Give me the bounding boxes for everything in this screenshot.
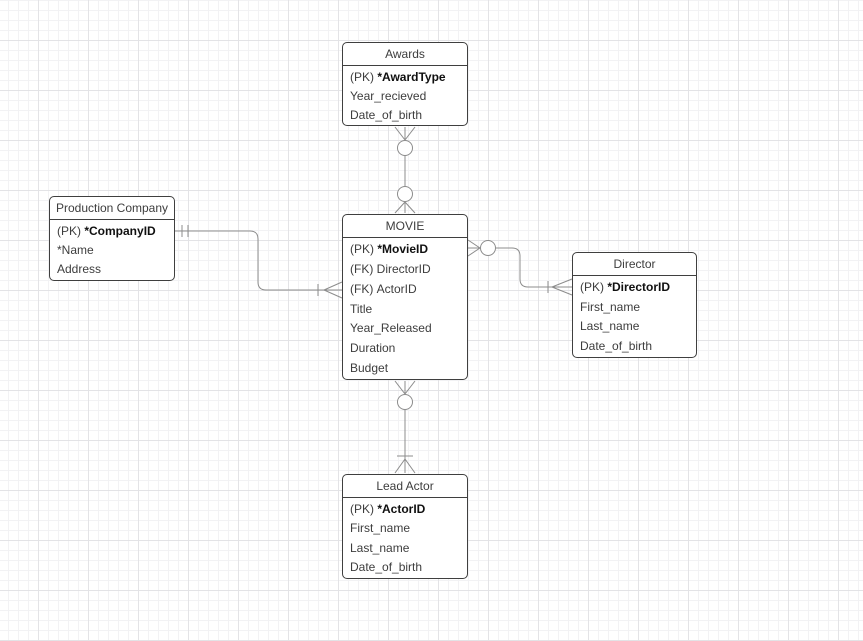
pk-prefix: (PK)	[57, 223, 85, 238]
attribute-row[interactable]: Duration	[343, 338, 467, 358]
attribute-list: (PK) *DirectorID First_name Last_name Da…	[573, 276, 696, 357]
crows-foot-many-icon	[394, 126, 416, 141]
zero-circle-icon	[480, 240, 496, 256]
zero-circle-icon	[397, 140, 413, 156]
attribute-list: (PK) *CompanyID *Name Address	[50, 220, 174, 280]
attribute-name: Year_recieved	[350, 88, 427, 103]
attribute-name: Budget	[350, 361, 389, 376]
entity-title[interactable]: Production Company	[50, 197, 174, 220]
attribute-name: *ActorID	[377, 501, 426, 516]
entity-title[interactable]: Director	[573, 253, 696, 276]
connector-awards-movie[interactable]	[394, 126, 416, 214]
attribute-row[interactable]: Year_Released	[343, 318, 467, 338]
attribute-row[interactable]: (PK) *AwardType	[343, 67, 467, 86]
attribute-name: *AwardType	[377, 69, 446, 84]
entity-movie[interactable]: MOVIE (PK) *MovieID (FK) DirectorID (FK)…	[342, 214, 468, 380]
attribute-row[interactable]: Last_name	[573, 317, 696, 337]
attribute-row[interactable]: Title	[343, 299, 467, 319]
fk-prefix: (FK)	[350, 261, 377, 276]
attribute-row[interactable]: (PK) *CompanyID	[50, 221, 174, 240]
attribute-name: First_name	[580, 299, 641, 314]
attribute-row[interactable]: (FK) DirectorID	[343, 259, 467, 279]
attribute-row[interactable]: Budget	[343, 358, 467, 378]
attribute-name: Year_Released	[350, 321, 432, 336]
attribute-name: Date_of_birth	[350, 560, 423, 575]
attribute-row[interactable]: (PK) *DirectorID	[573, 277, 696, 297]
attribute-name: Date_of_birth	[580, 339, 653, 354]
connector-movie-lead-actor[interactable]	[394, 380, 416, 474]
attribute-name: ActorID	[376, 281, 417, 296]
attribute-name: Duration	[350, 341, 396, 356]
zero-circle-icon	[397, 186, 413, 202]
pk-prefix: (PK)	[350, 69, 378, 84]
attribute-row[interactable]: First_name	[573, 297, 696, 317]
attribute-row[interactable]: Last_name	[343, 538, 467, 558]
zero-circle-icon	[397, 394, 413, 410]
attribute-row[interactable]: *Name	[50, 240, 174, 259]
entity-title[interactable]: Lead Actor	[343, 475, 467, 498]
attribute-list: (PK) *AwardType Year_recieved Date_of_bi…	[343, 66, 467, 125]
attribute-row[interactable]: Address	[50, 260, 174, 279]
attribute-row[interactable]: Year_recieved	[343, 86, 467, 105]
crows-foot-many-icon	[467, 239, 481, 257]
attribute-name: First_name	[350, 521, 411, 536]
crows-foot-many-icon	[394, 458, 416, 474]
entity-title[interactable]: MOVIE	[343, 215, 467, 238]
pk-prefix: (PK)	[350, 241, 378, 256]
connector-movie-director[interactable]	[467, 239, 573, 296]
entity-title[interactable]: Awards	[343, 43, 467, 66]
crows-foot-many-icon	[323, 281, 343, 299]
attribute-row[interactable]: Date_of_birth	[343, 105, 467, 124]
entity-production-company[interactable]: Production Company (PK) *CompanyID *Name…	[49, 196, 175, 281]
attribute-row[interactable]: (FK) ActorID	[343, 279, 467, 299]
crows-foot-many-icon	[394, 201, 416, 214]
crows-foot-many-icon	[394, 380, 416, 395]
attribute-name: DirectorID	[376, 261, 431, 276]
attribute-name: *MovieID	[377, 241, 429, 256]
attribute-row[interactable]: (PK) *MovieID	[343, 239, 467, 259]
attribute-name: Date_of_birth	[350, 107, 423, 122]
attribute-name: Address	[57, 262, 102, 277]
attribute-name: Last_name	[580, 319, 640, 334]
attribute-row[interactable]: Date_of_birth	[343, 558, 467, 578]
entity-awards[interactable]: Awards (PK) *AwardType Year_recieved Dat…	[342, 42, 468, 126]
attribute-name: *CompanyID	[84, 223, 156, 238]
entity-lead-actor[interactable]: Lead Actor (PK) *ActorID First_name Last…	[342, 474, 468, 579]
attribute-name: *DirectorID	[607, 279, 671, 294]
attribute-row[interactable]: Date_of_birth	[573, 336, 696, 356]
entity-director[interactable]: Director (PK) *DirectorID First_name Las…	[572, 252, 697, 358]
connector-production-company-movie[interactable]	[175, 225, 343, 299]
attribute-row[interactable]: (PK) *ActorID	[343, 499, 467, 519]
attribute-name: *Name	[57, 242, 94, 257]
fk-prefix: (FK)	[350, 281, 377, 296]
attribute-name: Last_name	[350, 540, 410, 555]
crows-foot-many-icon	[551, 278, 573, 296]
attribute-name: Title	[350, 301, 373, 316]
attribute-list: (PK) *ActorID First_name Last_name Date_…	[343, 498, 467, 578]
attribute-row[interactable]: First_name	[343, 519, 467, 539]
attribute-list: (PK) *MovieID (FK) DirectorID (FK) Actor…	[343, 238, 467, 379]
pk-prefix: (PK)	[580, 279, 608, 294]
pk-prefix: (PK)	[350, 501, 378, 516]
